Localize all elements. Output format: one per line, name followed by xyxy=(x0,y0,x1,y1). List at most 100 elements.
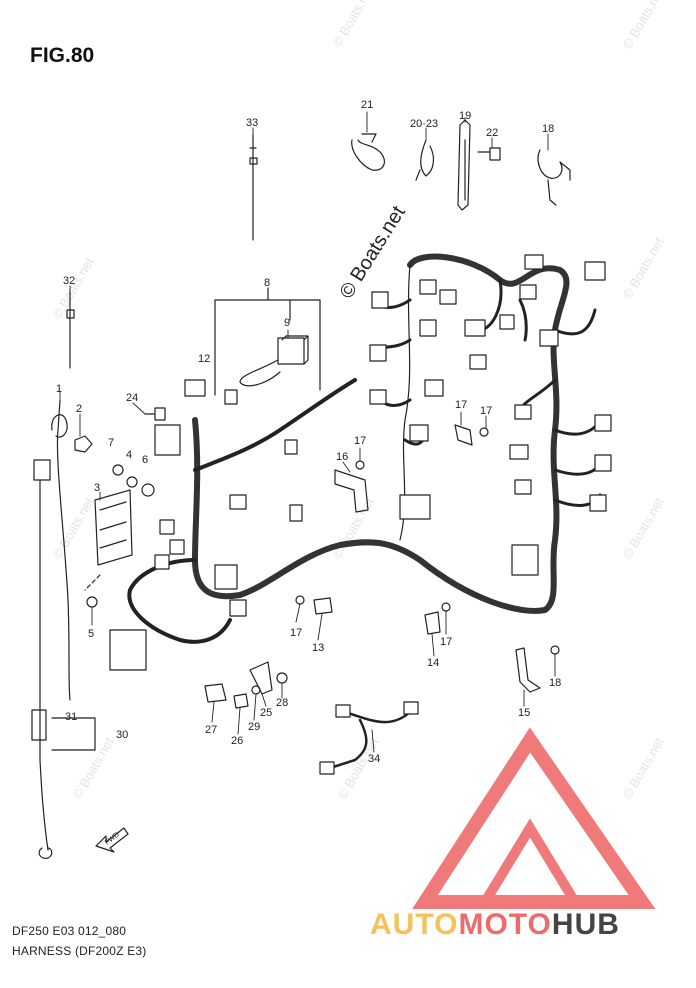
callout-13: 14 xyxy=(427,657,439,669)
part-2-nut xyxy=(74,435,93,453)
part-9-relay xyxy=(277,337,305,365)
watermark-text: © Boats.net xyxy=(620,735,667,802)
part-34-harness xyxy=(328,710,412,770)
part-14-bracket xyxy=(515,647,541,693)
watermark-text: © Boats.net xyxy=(620,0,667,51)
part-28-bolt xyxy=(276,672,288,684)
callout-29: 29 xyxy=(248,721,260,733)
part-9-strap xyxy=(239,359,281,387)
part-12-bracket xyxy=(313,597,333,615)
callout-leader xyxy=(84,574,101,591)
part-17-bolt xyxy=(479,427,489,437)
callout-17: 17 xyxy=(354,435,366,447)
callout-numbers: 33 32 21 20·23 19 22 18 8 9 12 1 2 24 17… xyxy=(56,99,561,847)
callout-26: 26 xyxy=(231,735,243,747)
callout-bracket-30 xyxy=(51,717,96,751)
connector-group xyxy=(109,254,612,671)
callout-30: 30 xyxy=(116,729,128,741)
callout-32: 32 xyxy=(63,275,75,287)
watermark-main: © Boats.net xyxy=(336,202,410,303)
harness-branch xyxy=(373,298,427,446)
callout-27: 27 xyxy=(205,724,217,736)
callout-6: 6 xyxy=(142,454,148,466)
parts-drawing xyxy=(31,111,612,859)
part-18-clamp xyxy=(537,149,571,206)
callout-1: 1 xyxy=(56,383,62,395)
part-7-washer xyxy=(112,464,124,476)
callout-17: 18 xyxy=(549,677,561,689)
watermark-text: © Boats.net xyxy=(330,0,377,49)
logo-auto: AUTO xyxy=(370,908,458,941)
logo-moto: MOTO xyxy=(458,908,551,941)
callout-7: 7 xyxy=(108,437,114,449)
part-29-washer xyxy=(251,685,261,695)
logo-wordmark: AUTOMOTOHUB xyxy=(370,908,620,941)
harness-branch xyxy=(193,378,357,472)
fwd-arrow-icon xyxy=(95,827,129,853)
callout-12: 13 xyxy=(312,642,324,654)
watermark-text: © Boats.net xyxy=(620,235,667,302)
callout-bracket-8 xyxy=(214,287,321,396)
main-harness xyxy=(192,253,570,614)
watermark-text: © Boats.net xyxy=(50,255,97,322)
part-17-bolt xyxy=(295,595,305,605)
part-24-bolt xyxy=(144,407,166,421)
callout-leaders xyxy=(59,111,556,753)
part-20-clip xyxy=(415,139,435,181)
part-16-bracket xyxy=(454,424,473,446)
part-34-connector xyxy=(319,761,335,775)
part-19-strap xyxy=(457,119,471,211)
logo-mark xyxy=(412,727,656,909)
callout-15: 16 xyxy=(336,451,348,463)
callout-28: 28 xyxy=(276,697,288,709)
diagram-code: DF250 E03 012_080 xyxy=(12,924,127,938)
part-25-bracket xyxy=(249,661,273,695)
callout-4: 4 xyxy=(126,449,132,461)
diagram-name: HARNESS (DF200Z E3) xyxy=(12,944,147,958)
callout-5: 5 xyxy=(88,628,94,640)
figure-title: FIG.80 xyxy=(30,44,95,67)
logo-hub: HUB xyxy=(552,908,620,941)
callout-31: 31 xyxy=(65,711,77,723)
watermark-text: © Boats.net xyxy=(335,735,382,802)
part-22-bolt xyxy=(477,147,501,161)
part-21-clamp xyxy=(351,133,386,171)
part-4-washer xyxy=(126,476,138,488)
part-31-connector xyxy=(31,709,47,741)
callout-17: 17 xyxy=(440,636,452,648)
part-17-bolt xyxy=(550,645,560,655)
callout-17: 17 xyxy=(480,405,492,417)
part-34-connector xyxy=(403,701,419,715)
callout-3: 3 xyxy=(94,482,100,494)
callout-18: 18 xyxy=(542,123,554,135)
part-30-terminal xyxy=(38,847,53,859)
part-27-cap xyxy=(204,683,227,703)
callout-10-11: 12 xyxy=(198,353,210,365)
part-17-bolt xyxy=(441,602,451,612)
part-32-cable-tie xyxy=(66,291,75,369)
callout-34: 34 xyxy=(368,753,380,765)
watermark-text: © Boats.net xyxy=(50,495,97,562)
callout-22: 22 xyxy=(486,127,498,139)
callout-25: 25 xyxy=(260,707,272,719)
part-34-connector xyxy=(335,704,351,718)
callout-19: 19 xyxy=(459,110,471,122)
part-5-nut xyxy=(86,596,98,608)
callout-20-23: 20·23 xyxy=(410,118,438,130)
part-1-terminal xyxy=(51,414,68,438)
harness-branch xyxy=(553,308,602,507)
watermark-text: © Boats.net xyxy=(70,735,117,802)
part-15-bracket xyxy=(334,469,369,513)
callout-33: 33 xyxy=(246,117,258,129)
part-33-cable-tie xyxy=(249,134,258,241)
part-17-bolt xyxy=(355,460,365,470)
watermark-text: © Boats.net xyxy=(330,495,377,562)
callout-9: 9 xyxy=(284,317,290,329)
callout-24: 24 xyxy=(126,392,138,404)
callout-14: 15 xyxy=(518,707,530,719)
part-1-cable xyxy=(56,399,71,701)
callout-8: 8 xyxy=(264,277,270,289)
callout-17: 17 xyxy=(290,627,302,639)
callout-2: 2 xyxy=(76,403,82,415)
